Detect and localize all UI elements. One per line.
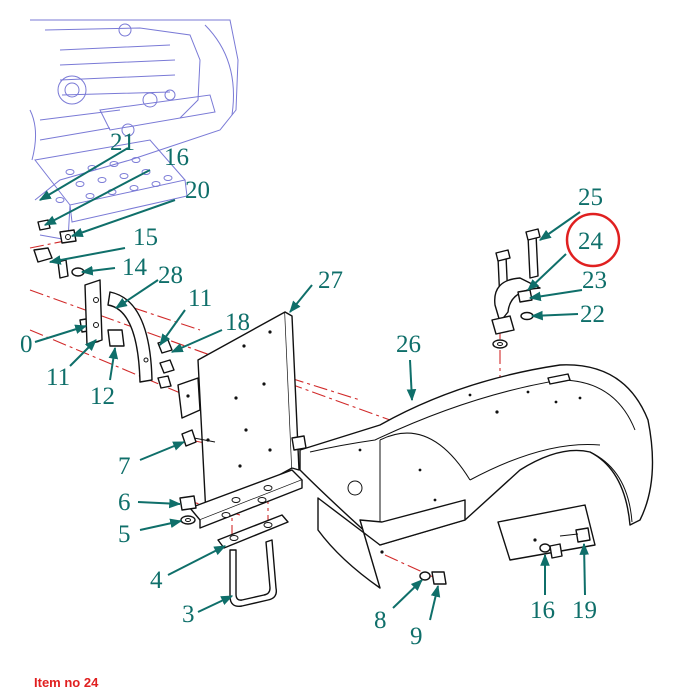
label-28: 28 <box>158 262 183 289</box>
base-plate <box>189 469 303 549</box>
left-fasteners <box>33 219 125 347</box>
label-23: 23 <box>582 267 607 294</box>
leader-lines <box>34 147 590 621</box>
label-4: 4 <box>150 567 163 594</box>
fasteners-16-19 <box>539 527 591 559</box>
label-12: 12 <box>90 383 115 410</box>
fender-26 <box>299 364 654 589</box>
u-bolt <box>229 539 278 607</box>
label-19: 19 <box>572 597 597 624</box>
label-16-top: 16 <box>164 144 189 171</box>
label-24: 24 <box>578 228 604 255</box>
label-6: 6 <box>118 489 131 516</box>
label-9: 9 <box>410 623 423 650</box>
label-20: 20 <box>185 177 210 204</box>
bolt-7 <box>181 429 216 447</box>
tractor-body-outline <box>29 19 239 201</box>
item-24-highlight-circle <box>565 212 621 268</box>
label-16-bottom: 16 <box>530 597 555 624</box>
label-21: 21 <box>110 129 135 156</box>
part-labels: 21 16 20 15 14 28 11 18 27 0 11 12 25 24… <box>20 129 607 650</box>
bracket-24 <box>491 228 541 349</box>
label-3: 3 <box>182 601 195 628</box>
label-0: 0 <box>20 331 33 358</box>
plate-27 <box>177 311 307 516</box>
label-26: 26 <box>396 331 421 358</box>
label-25: 25 <box>578 184 603 211</box>
nuts-11-18 <box>157 339 175 389</box>
label-7: 7 <box>118 453 131 480</box>
label-11-right: 11 <box>188 285 212 312</box>
label-15: 15 <box>133 224 158 251</box>
label-18: 18 <box>225 309 250 336</box>
nut-23-washer-22 <box>517 289 534 321</box>
label-11-left: 11 <box>46 364 70 391</box>
label-8: 8 <box>374 607 387 634</box>
label-14: 14 <box>122 254 148 281</box>
fasteners-8-9 <box>419 571 447 585</box>
label-27: 27 <box>318 267 343 294</box>
label-22: 22 <box>580 301 605 328</box>
item-caption: Item no 24 <box>34 675 99 690</box>
bracket-28 <box>84 279 153 383</box>
label-5: 5 <box>118 521 131 548</box>
